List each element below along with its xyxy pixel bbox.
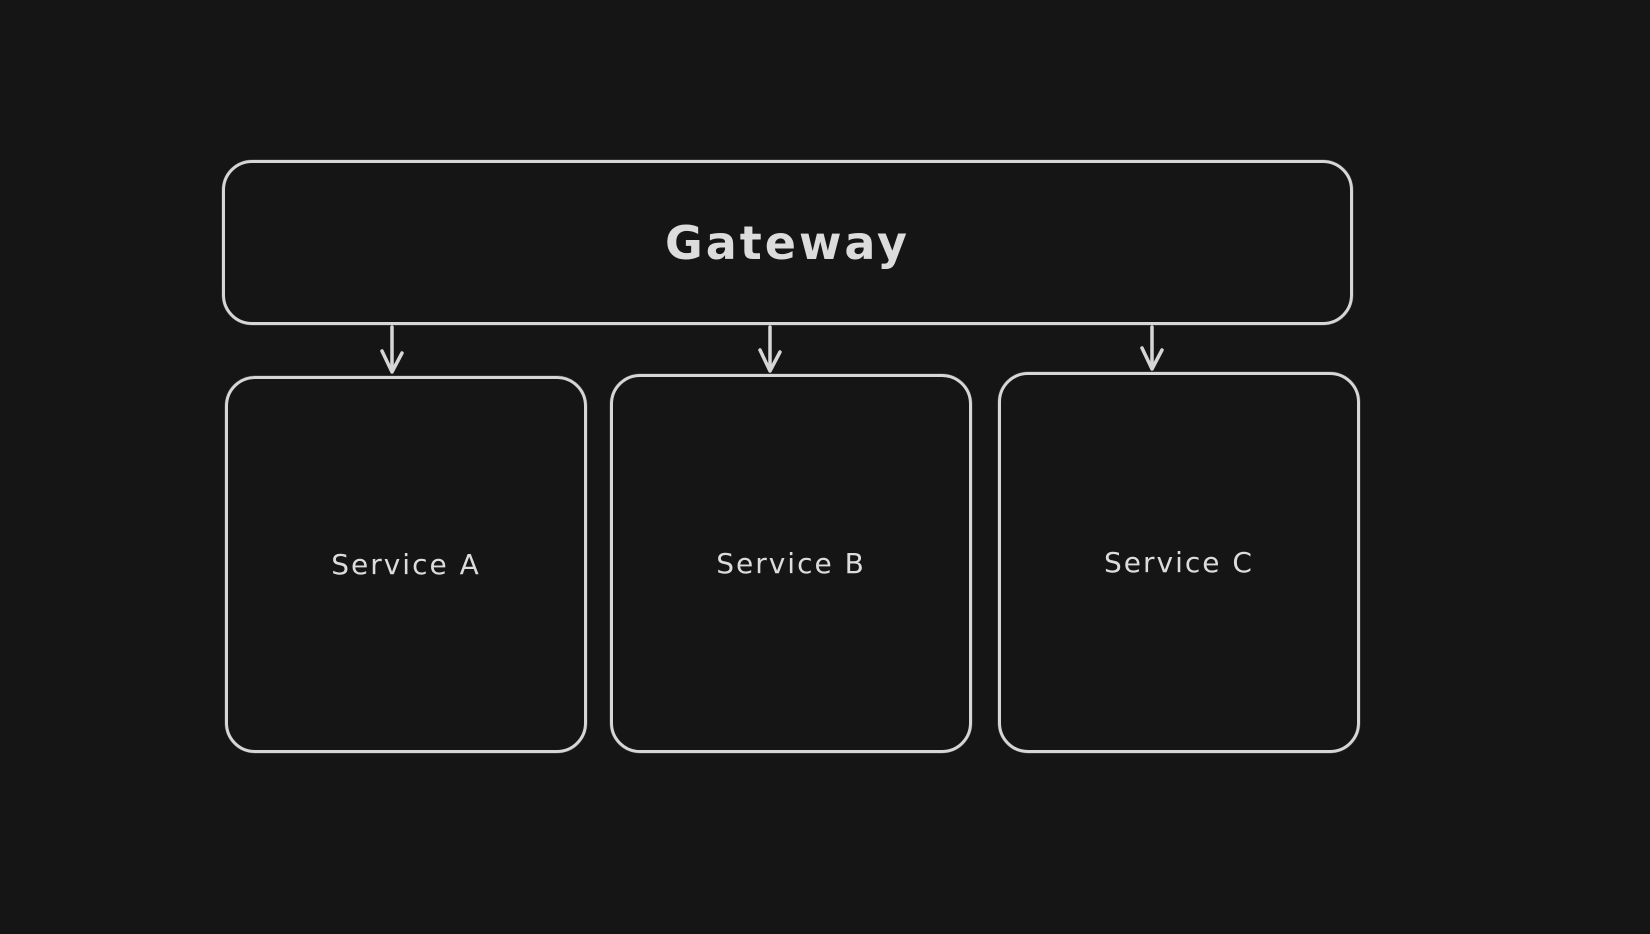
- arrow-gateway-to-service-c: [1140, 325, 1164, 371]
- arrowhead-down-icon: [380, 349, 404, 374]
- service-c-label: Service C: [1104, 546, 1254, 579]
- arrowhead-down-icon: [1140, 346, 1164, 371]
- service-b-label: Service B: [716, 547, 866, 580]
- service-a-node: Service A: [225, 376, 587, 753]
- gateway-label: Gateway: [664, 215, 911, 270]
- arrowhead-down-icon: [758, 348, 782, 373]
- arrow-gateway-to-service-b: [758, 325, 782, 373]
- gateway-node: Gateway: [222, 160, 1353, 325]
- service-b-node: Service B: [610, 374, 972, 753]
- service-a-label: Service A: [331, 548, 481, 581]
- service-c-node: Service C: [998, 372, 1360, 753]
- arrow-gateway-to-service-a: [380, 325, 404, 374]
